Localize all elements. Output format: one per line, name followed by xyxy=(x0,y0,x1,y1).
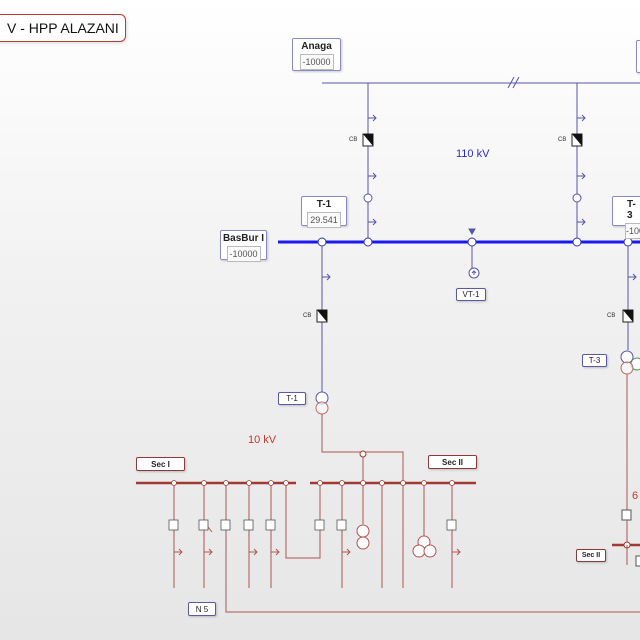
bus-node-t3[interactable] xyxy=(623,237,633,247)
sec2-nodes[interactable] xyxy=(317,480,455,486)
voltage-transformer-vt1[interactable] xyxy=(468,228,480,279)
bay-right-line xyxy=(576,83,586,238)
sec2-aux-transformer[interactable] xyxy=(356,524,370,550)
cb-label-t1: CB xyxy=(303,313,312,319)
cb-label-t3: CB xyxy=(607,313,616,319)
feeder-switch-6kv[interactable] xyxy=(635,555,640,567)
circuit-breaker-t1-fill xyxy=(317,310,327,322)
bay-t1-info[interactable]: T-1 29.541 xyxy=(301,196,347,228)
bus-node-right[interactable] xyxy=(572,237,582,247)
disconnector-right[interactable] xyxy=(572,193,582,203)
transformer-t1-lv-winding[interactable] xyxy=(315,401,329,415)
cb-label-right: CB xyxy=(558,137,567,143)
bay-t1-value: 29.541 xyxy=(307,212,341,228)
circuit-breaker-right-fill xyxy=(572,134,582,146)
voltage-label-6kv: 6 xyxy=(632,490,639,502)
voltage-label-10kv: 10 kV xyxy=(248,434,277,446)
sec1-tag[interactable]: Sec I xyxy=(136,457,185,471)
bay-anaga-name: Anaga xyxy=(301,41,332,52)
t1-lv-connection xyxy=(321,414,404,482)
bay-anaga-value: -10000 xyxy=(299,54,334,70)
bay-basbur-info[interactable]: BasBur I -10000 xyxy=(220,230,267,262)
sec1-feeders xyxy=(173,483,640,613)
bay-anaga-line xyxy=(367,83,377,238)
t1-tag[interactable]: T-1 xyxy=(278,392,306,405)
sec2-switches[interactable] xyxy=(314,519,457,531)
cb-label-anaga: CB xyxy=(349,137,358,143)
bus-node-t1[interactable] xyxy=(317,237,327,247)
sec2-three-winding-transformer[interactable] xyxy=(412,535,437,558)
station-title: V - HPP ALAZANI xyxy=(0,14,126,42)
sec2-feeders xyxy=(319,483,461,588)
transformer-t3-third-winding[interactable] xyxy=(620,361,634,375)
bay-right-info-partial[interactable] xyxy=(636,40,640,73)
bay-t3-value: -100 xyxy=(625,223,640,239)
voltage-label-110kv: 110 kV xyxy=(456,148,490,160)
sec1-switches[interactable] xyxy=(168,519,276,531)
sec2-tag[interactable]: Sec II xyxy=(428,455,477,469)
n5-tag[interactable]: N 5 xyxy=(188,602,216,616)
bay-t1-name: T-1 xyxy=(316,199,332,210)
t3-tag[interactable]: T-3 xyxy=(582,354,607,367)
circuit-breaker-anaga-fill xyxy=(363,134,373,146)
disconnector-anaga[interactable] xyxy=(363,193,373,203)
sec2-right-tag[interactable]: Sec II xyxy=(576,549,606,562)
bay-basbur-value: -10000 xyxy=(226,246,261,262)
bus-node-vt1[interactable] xyxy=(467,237,477,247)
t1-lv-node[interactable] xyxy=(359,450,367,458)
feeder-switch-t3[interactable] xyxy=(621,509,632,521)
bay-t3-name: T-3 xyxy=(627,199,636,221)
bay-t3-line xyxy=(627,246,637,350)
sec1-nodes[interactable] xyxy=(171,480,289,486)
incoming-line-110kv xyxy=(322,76,640,89)
bay-anaga-info[interactable]: Anaga -10000 xyxy=(292,38,341,71)
bay-t1-line xyxy=(321,246,331,392)
bay-basbur-name: BasBur I xyxy=(222,233,265,244)
circuit-breaker-t3-fill xyxy=(623,310,633,322)
vt1-tag[interactable]: VT-1 xyxy=(456,288,486,301)
bay-t3-info[interactable]: T-3 -100 xyxy=(612,196,640,239)
bus-node-anaga[interactable] xyxy=(363,237,373,247)
